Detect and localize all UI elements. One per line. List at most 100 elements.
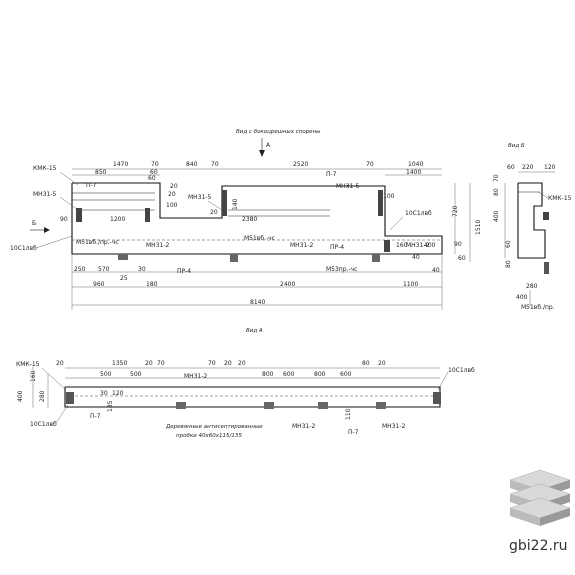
- part-label: П-7: [86, 182, 97, 189]
- brand-logo-icon: [509, 469, 571, 526]
- embedded-plate: [378, 190, 383, 216]
- dim-text: 60: [507, 164, 515, 171]
- site-logo-text[interactable]: gbi22.ru: [509, 538, 568, 554]
- dim-text: 70: [493, 174, 500, 182]
- dim-text: 400: [424, 242, 436, 249]
- bottom-view-title: Вид А: [246, 328, 263, 334]
- embedded-plate: [222, 190, 227, 216]
- leader-line: [537, 191, 549, 199]
- left-arrow-icon: [44, 227, 50, 233]
- dim-text: 400: [17, 390, 24, 402]
- dim-text: 40: [412, 254, 420, 261]
- dim-text: 400: [493, 210, 500, 222]
- dim-text: 1350: [112, 360, 127, 367]
- dim-text: 160: [30, 370, 37, 382]
- part-label: КМК-15: [33, 165, 57, 172]
- embedded-plate: [384, 240, 390, 252]
- embedded-plate: [264, 402, 274, 409]
- dim-text: 110: [345, 408, 352, 420]
- dim-text: 280: [39, 390, 46, 402]
- bottom-view: Вид А 20 1350 20 70 70 20 20 80 20 500 5…: [16, 328, 475, 439]
- dim-text: 20: [238, 360, 246, 367]
- part-label: М51вб.-чс: [244, 235, 275, 242]
- dim-text: 1200: [110, 216, 125, 223]
- part-label: МН31-2: [406, 242, 429, 249]
- dim-text: 120: [112, 390, 124, 397]
- dim-text: 2400: [280, 281, 295, 288]
- embedded-plate: [118, 254, 128, 260]
- dim-text: 20: [210, 209, 218, 216]
- main-view-title: Вид с бокоцрешных спорены: [236, 129, 321, 135]
- part-label: МН31-2: [382, 423, 405, 430]
- leader-line: [35, 235, 73, 249]
- dim-text: 720: [452, 205, 459, 217]
- part-label: М53пр.-чс: [326, 266, 357, 273]
- dim-text: 400: [516, 294, 528, 301]
- dim-text: 2380: [242, 216, 257, 223]
- dim-text: 40: [432, 267, 440, 274]
- side-view: Вид Б 220 120 60 70 80 400 60 80 280 400…: [493, 143, 572, 311]
- dim-text: 600: [283, 371, 295, 378]
- part-label: 10С1лвб: [405, 210, 432, 217]
- dim-text: 60: [505, 240, 512, 248]
- embedded-plate: [543, 212, 549, 220]
- dim-text: 20: [145, 360, 153, 367]
- dim-text: 60: [458, 255, 466, 262]
- dim-text: 280: [526, 283, 538, 290]
- dim-text: 70: [151, 161, 159, 168]
- dim-text: 180: [146, 281, 158, 288]
- part-label: ПР-4: [330, 244, 344, 251]
- dim-text: 70: [208, 360, 216, 367]
- dim-text: 80: [493, 188, 500, 196]
- dim-text: 20: [170, 183, 178, 190]
- embedded-plate: [76, 208, 82, 222]
- embedded-plate: [318, 402, 328, 409]
- dim-text: 70: [157, 360, 165, 367]
- leader-line: [437, 371, 449, 391]
- note-line-1: Деревянные антисептированные: [165, 424, 263, 430]
- main-view: Вид с бокоцрешных спорены А Б: [10, 129, 482, 310]
- dim-text: 600: [340, 371, 352, 378]
- side-view-title: Вид Б: [508, 143, 525, 149]
- embedded-plate: [544, 262, 549, 274]
- dim-text: 100: [383, 193, 395, 200]
- dim-text: 960: [93, 281, 105, 288]
- dim-text: 20: [224, 360, 232, 367]
- dim-text: 90: [454, 241, 462, 248]
- beam-outline: [71, 182, 443, 255]
- dim-text: 1040: [408, 161, 423, 168]
- dim-text: 60: [150, 169, 158, 176]
- embedded-plate: [230, 254, 238, 262]
- dim-text: 70: [211, 161, 219, 168]
- dim-text: 570: [98, 266, 110, 273]
- dim-text: 100: [166, 202, 178, 209]
- part-label: МН31-5: [336, 183, 359, 190]
- dim-text: 500: [100, 371, 112, 378]
- dim-text: 800: [262, 371, 274, 378]
- part-label: П-7: [326, 171, 337, 178]
- part-label: МН31-2: [292, 423, 315, 430]
- section-outline: [517, 182, 546, 259]
- dim-text: 25: [120, 275, 128, 282]
- part-label: П-7: [90, 413, 101, 420]
- embedded-plate: [66, 392, 74, 404]
- arrow-label-a: А: [266, 142, 271, 149]
- embedded-plate: [145, 208, 150, 222]
- part-label: М51вб./пр.-чс: [76, 239, 119, 246]
- dim-text: 90: [60, 216, 68, 223]
- dim-text: 1470: [113, 161, 128, 168]
- part-label: 10С1лвб: [448, 367, 475, 374]
- part-label: МН31-2: [146, 242, 169, 249]
- embedded-plate: [433, 392, 441, 404]
- plan-outline: [64, 386, 441, 408]
- embedded-plate: [372, 254, 380, 262]
- leader-line: [207, 200, 223, 211]
- leader-line: [55, 404, 69, 424]
- dim-text: 1510: [475, 220, 482, 235]
- part-label: МН31-2: [184, 373, 207, 380]
- leader-line: [389, 216, 404, 231]
- section-arrow-icon: [259, 150, 265, 157]
- dim-text: 1400: [406, 169, 421, 176]
- part-label: М51вб./пр.: [521, 304, 555, 311]
- dim-text: 20: [168, 191, 176, 198]
